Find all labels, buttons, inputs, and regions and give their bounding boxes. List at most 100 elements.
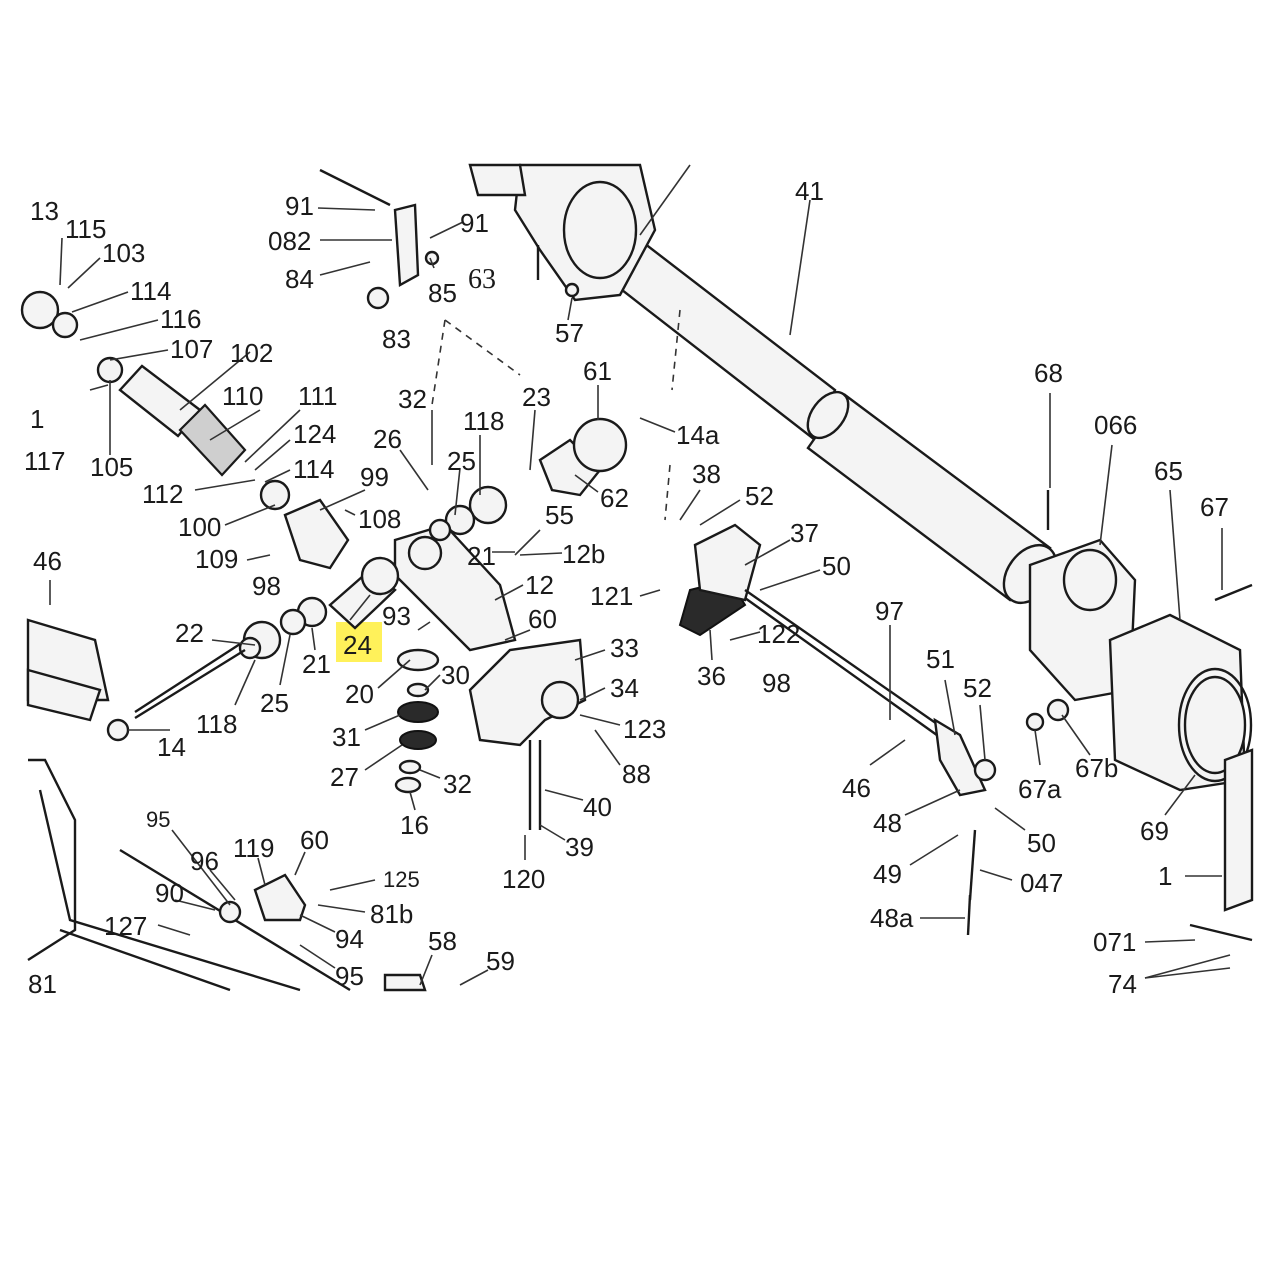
label-69: 69 (1140, 816, 1169, 846)
spring-110 (178, 403, 247, 477)
label-25b: 25 (260, 688, 289, 718)
label-23: 23 (522, 382, 551, 412)
label-95: 95 (146, 807, 170, 832)
label-16: 16 (400, 810, 429, 840)
rod-14 (134, 648, 246, 720)
label-32b: 32 (443, 769, 472, 799)
label-48a: 48a (870, 903, 914, 933)
label-60b: 60 (300, 825, 329, 855)
label-81b: 81b (370, 899, 413, 929)
label-24: 24 (343, 630, 372, 660)
label-46: 46 (33, 546, 62, 576)
label-117: 117 (24, 446, 65, 476)
label-39: 39 (565, 832, 594, 862)
label-12: 12 (525, 570, 554, 600)
label-91: 91 (285, 191, 314, 221)
label-1: 1 (30, 404, 44, 434)
label-102: 102 (230, 338, 273, 368)
label-38: 38 (692, 459, 721, 489)
label-67a: 67a (1018, 774, 1062, 804)
label-52: 52 (745, 481, 774, 511)
label-68: 68 (1034, 358, 1063, 388)
label-58: 58 (428, 926, 457, 956)
label-60: 60 (528, 604, 557, 634)
label-25: 25 (447, 446, 476, 476)
label-90: 90 (155, 878, 184, 908)
label-65: 65 (1154, 456, 1183, 486)
label-33: 33 (610, 633, 639, 663)
label-100: 100 (178, 512, 221, 542)
label-124: 124 (293, 419, 336, 449)
label-27: 27 (330, 762, 359, 792)
label-62: 62 (600, 483, 629, 513)
label-83: 83 (382, 324, 411, 354)
label-14a: 14a (676, 420, 720, 450)
tube-41 (620, 238, 837, 442)
label-48: 48 (873, 808, 902, 838)
label-34: 34 (610, 673, 639, 703)
label-46b: 46 (842, 773, 871, 803)
label-13: 13 (30, 196, 59, 226)
label-88: 88 (622, 759, 651, 789)
label-114b: 114 (293, 454, 334, 484)
label-31: 31 (332, 722, 361, 752)
rod-97 (744, 589, 961, 741)
label-108: 108 (358, 504, 401, 534)
label-98b: 98 (762, 668, 791, 698)
label-94: 94 (335, 924, 364, 954)
parts (20, 163, 1254, 992)
label-14: 14 (157, 732, 186, 762)
label-082: 082 (268, 226, 311, 256)
label-61: 61 (583, 356, 612, 386)
label-22: 22 (175, 618, 204, 648)
label-49: 49 (873, 859, 902, 889)
leader-lines (49, 164, 1231, 986)
label-118: 118 (463, 406, 504, 436)
label-110: 110 (222, 381, 263, 411)
label-071: 071 (1093, 927, 1136, 957)
label-91b: 91 (460, 208, 489, 238)
part-labels: 13 115 103 114 116 107 102 1 117 105 110… (24, 176, 1229, 999)
label-96: 96 (190, 846, 219, 876)
label-115: 115 (65, 214, 106, 244)
gear-62 (538, 438, 602, 497)
label-84: 84 (285, 264, 314, 294)
label-57: 57 (555, 318, 584, 348)
label-30: 30 (441, 660, 470, 690)
label-111: 111 (298, 381, 338, 411)
label-047: 047 (1020, 868, 1063, 898)
label-93: 93 (382, 601, 411, 631)
label-107: 107 (170, 334, 213, 364)
label-36: 36 (697, 661, 726, 691)
label-52b: 52 (963, 673, 992, 703)
label-20: 20 (345, 679, 374, 709)
lower-blank-area (0, 995, 1280, 1280)
bolt-047 (968, 829, 977, 901)
label-98: 98 (252, 571, 281, 601)
label-1b: 1 (1158, 861, 1172, 891)
label-51: 51 (926, 644, 955, 674)
label-114: 114 (130, 276, 171, 306)
label-26: 26 (373, 424, 402, 454)
highlight-24 (336, 622, 382, 662)
clamp-48 (933, 717, 987, 797)
label-127: 127 (104, 911, 147, 941)
label-122: 122 (757, 619, 800, 649)
label-41: 41 (795, 176, 824, 206)
label-99: 99 (360, 462, 389, 492)
label-50b: 50 (1027, 828, 1056, 858)
label-95b: 95 (335, 961, 364, 991)
label-112: 112 (142, 479, 183, 509)
label-12b: 12b (562, 539, 605, 569)
label-109: 109 (195, 544, 238, 574)
label-97: 97 (875, 596, 904, 626)
label-59: 59 (486, 946, 515, 976)
label-105: 105 (90, 452, 133, 482)
bracket-100 (283, 498, 350, 570)
label-119: 119 (233, 833, 274, 863)
label-32: 32 (398, 384, 427, 414)
label-123: 123 (623, 714, 666, 744)
label-67b: 67b (1075, 753, 1118, 783)
label-121: 121 (590, 581, 633, 611)
